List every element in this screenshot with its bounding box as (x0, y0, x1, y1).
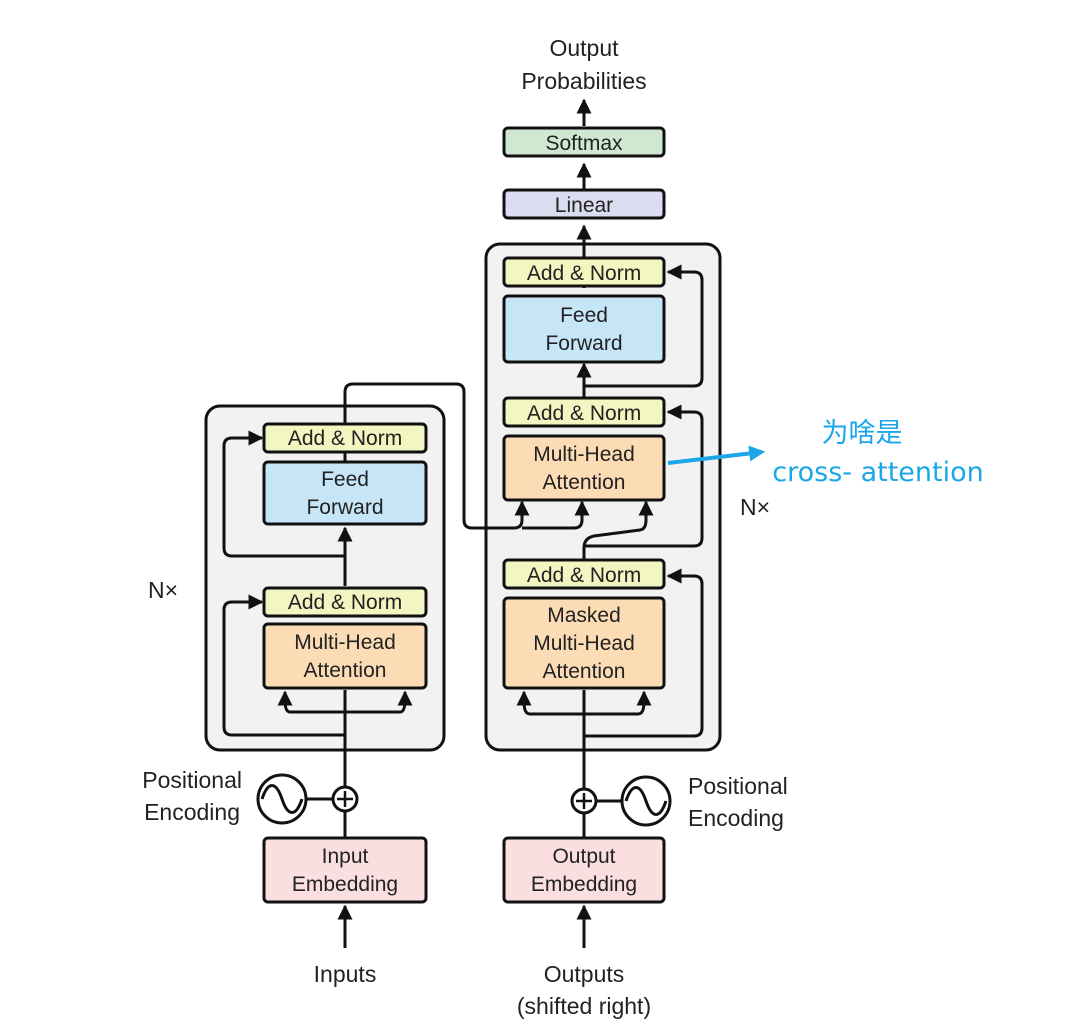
encoder-add-icon (331, 785, 359, 813)
decoder-repeat-label: N× (740, 494, 770, 520)
decoder-masked-attention: Masked Multi-Head Attention (502, 596, 666, 690)
svg-text:Embedding: Embedding (292, 873, 398, 896)
svg-text:Attention: Attention (543, 660, 626, 683)
encoder-multi-head-attention: Multi-Head Attention (262, 622, 428, 690)
encoder-positional-encoding-label: Positional (142, 767, 242, 793)
svg-text:Linear: Linear (555, 194, 613, 217)
decoder-positional-encoding-label-line2: Encoding (688, 805, 784, 831)
svg-text:Masked: Masked (547, 604, 621, 627)
encoder-stack (204, 404, 446, 752)
annotation-arrow (667, 445, 766, 465)
softmax-layer: Softmax (502, 126, 666, 158)
svg-text:Forward: Forward (306, 496, 383, 519)
annotation-term: cross- attention (772, 457, 984, 488)
connections (222, 98, 704, 948)
output-probabilities-label-line2: Probabilities (521, 68, 646, 94)
output-probabilities-label: Output (549, 35, 619, 61)
decoder-add-norm-bottom: Add & Norm (502, 558, 666, 590)
svg-text:Input: Input (322, 845, 369, 868)
svg-text:Add & Norm: Add & Norm (527, 564, 641, 587)
svg-text:Add & Norm: Add & Norm (288, 591, 402, 614)
decoder-feed-forward: Feed Forward (502, 294, 666, 364)
encoder-positional-encoding-label-line2: Encoding (144, 799, 240, 825)
svg-text:Attention: Attention (304, 659, 387, 682)
svg-text:Embedding: Embedding (531, 873, 637, 896)
decoder-cross-attention: Multi-Head Attention (502, 434, 666, 502)
decoder-add-norm-middle: Add & Norm (502, 396, 666, 428)
outputs-label: Outputs (544, 961, 625, 987)
svg-text:Output: Output (552, 845, 615, 868)
encoder-add-norm-bottom: Add & Norm (262, 586, 428, 618)
svg-text:Softmax: Softmax (545, 132, 623, 155)
decoder-positional-encoding-label: Positional (688, 773, 788, 799)
svg-text:Add & Norm: Add & Norm (288, 427, 402, 450)
output-embedding: Output Embedding (502, 836, 666, 904)
inputs-label: Inputs (314, 961, 377, 987)
svg-text:Multi-Head: Multi-Head (533, 632, 635, 655)
svg-text:Add & Norm: Add & Norm (527, 402, 641, 425)
encoder-feed-forward: Feed Forward (262, 460, 428, 526)
svg-text:Attention: Attention (543, 471, 626, 494)
outputs-label-line2: (shifted right) (517, 993, 651, 1019)
encoder-positional-encoding-icon (256, 773, 308, 825)
decoder-positional-encoding-icon (620, 775, 672, 827)
encoder-repeat-label: N× (148, 577, 178, 603)
svg-text:Multi-Head: Multi-Head (533, 443, 635, 466)
svg-text:Feed: Feed (321, 468, 369, 491)
svg-text:Forward: Forward (545, 332, 622, 355)
input-embedding: Input Embedding (262, 836, 428, 904)
annotation-question: 为啥是 (822, 418, 903, 449)
svg-text:Add & Norm: Add & Norm (527, 262, 641, 285)
decoder-add-norm-top: Add & Norm (502, 256, 666, 288)
encoder-add-norm-top: Add & Norm (262, 422, 428, 454)
svg-text:Multi-Head: Multi-Head (294, 631, 396, 654)
linear-layer: Linear (502, 188, 666, 220)
svg-text:Feed: Feed (560, 304, 608, 327)
decoder-add-icon (570, 787, 598, 815)
